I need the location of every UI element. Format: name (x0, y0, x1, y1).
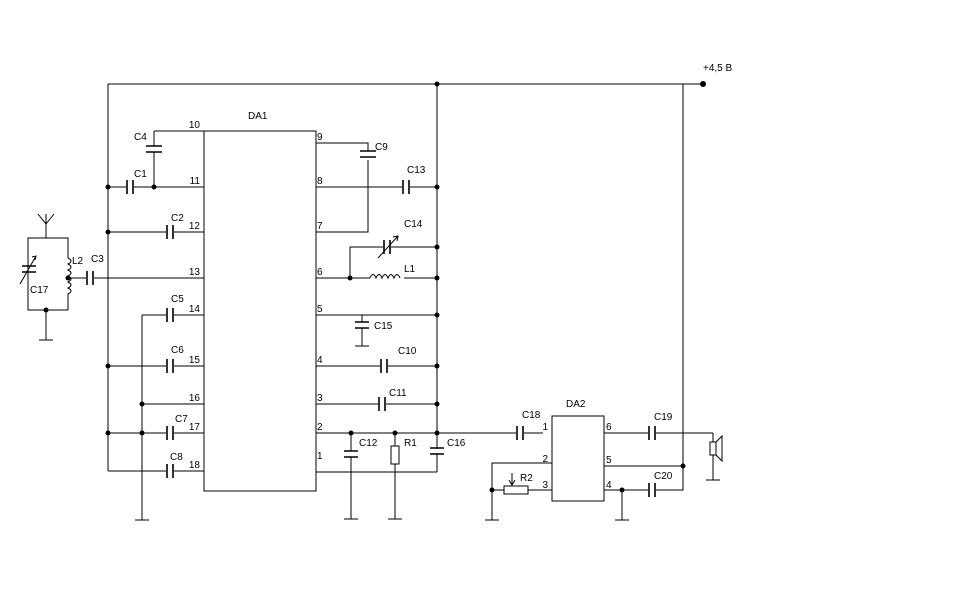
pin-number: 2 (542, 454, 548, 465)
c4-label: C4 (134, 132, 147, 143)
c5-label: C5 (171, 294, 184, 305)
c6-label: C6 (171, 345, 184, 356)
pin-number: 5 (606, 455, 612, 466)
c19-label: C19 (654, 412, 673, 423)
da2-label: DA2 (566, 399, 586, 410)
da2-right-pins: 6 5 4 (606, 422, 612, 491)
junctions (105, 81, 440, 436)
pin-number: 12 (189, 221, 201, 232)
da2-left-pins: 1 2 3 (542, 422, 548, 491)
c9-label: C9 (375, 142, 388, 153)
c2-label: C2 (171, 213, 184, 224)
pin-number: 17 (189, 422, 201, 433)
pin-number: 2 (317, 422, 323, 433)
pin-number: 9 (317, 132, 323, 143)
c1-label: C1 (134, 169, 147, 180)
pin-number: 4 (606, 480, 612, 491)
da1-label: DA1 (248, 111, 268, 122)
c12-label: C12 (359, 438, 378, 449)
pin-number: 18 (189, 460, 201, 471)
speaker-icon (706, 433, 723, 481)
c7-label: C7 (175, 414, 188, 425)
c10-label: C10 (398, 346, 417, 357)
pin-number: 14 (189, 304, 201, 315)
wiring (107, 83, 703, 520)
antenna-icon (37, 213, 55, 228)
pin-number: 15 (189, 355, 201, 366)
pin-number: 6 (606, 422, 612, 433)
c18-label: C18 (522, 410, 541, 421)
pin-number: 7 (317, 221, 323, 232)
da1-right-wiring (316, 142, 543, 473)
pin-number: 13 (189, 267, 201, 278)
c13-label: C13 (407, 165, 426, 176)
da2-chip (551, 415, 605, 502)
pin-number: 3 (317, 393, 323, 404)
pin-number: 4 (317, 355, 323, 366)
pin-number: 1 (317, 451, 323, 462)
supply-label: +4,5 В (703, 63, 733, 74)
c17-label: C17 (30, 285, 49, 296)
l1-label: L1 (404, 264, 416, 275)
l2-label: L2 (72, 256, 84, 267)
pin-number: 8 (317, 176, 323, 187)
pin-number: 5 (317, 304, 323, 315)
pin-number: 10 (189, 120, 201, 131)
pin-number: 3 (542, 480, 548, 491)
pin-number: 1 (542, 422, 548, 433)
c11-label: C11 (389, 388, 407, 399)
pin-number: 6 (317, 267, 323, 278)
c16-label: C16 (447, 438, 466, 449)
r2-label: R2 (520, 473, 533, 484)
c3-label: C3 (91, 254, 104, 265)
pin-number: 11 (190, 176, 201, 187)
c20-label: C20 (654, 471, 673, 482)
c14-label: C14 (404, 219, 423, 230)
r1-label: R1 (404, 438, 417, 449)
c15-label: C15 (374, 321, 393, 332)
pin-number: 16 (189, 393, 201, 404)
da1-right-pins: 9 8 7 6 5 4 3 2 1 (317, 132, 323, 462)
da1-left-pins: 10 11 12 13 14 15 16 17 18 (189, 120, 201, 471)
da1-chip (203, 130, 317, 492)
c8-label: C8 (170, 452, 183, 463)
